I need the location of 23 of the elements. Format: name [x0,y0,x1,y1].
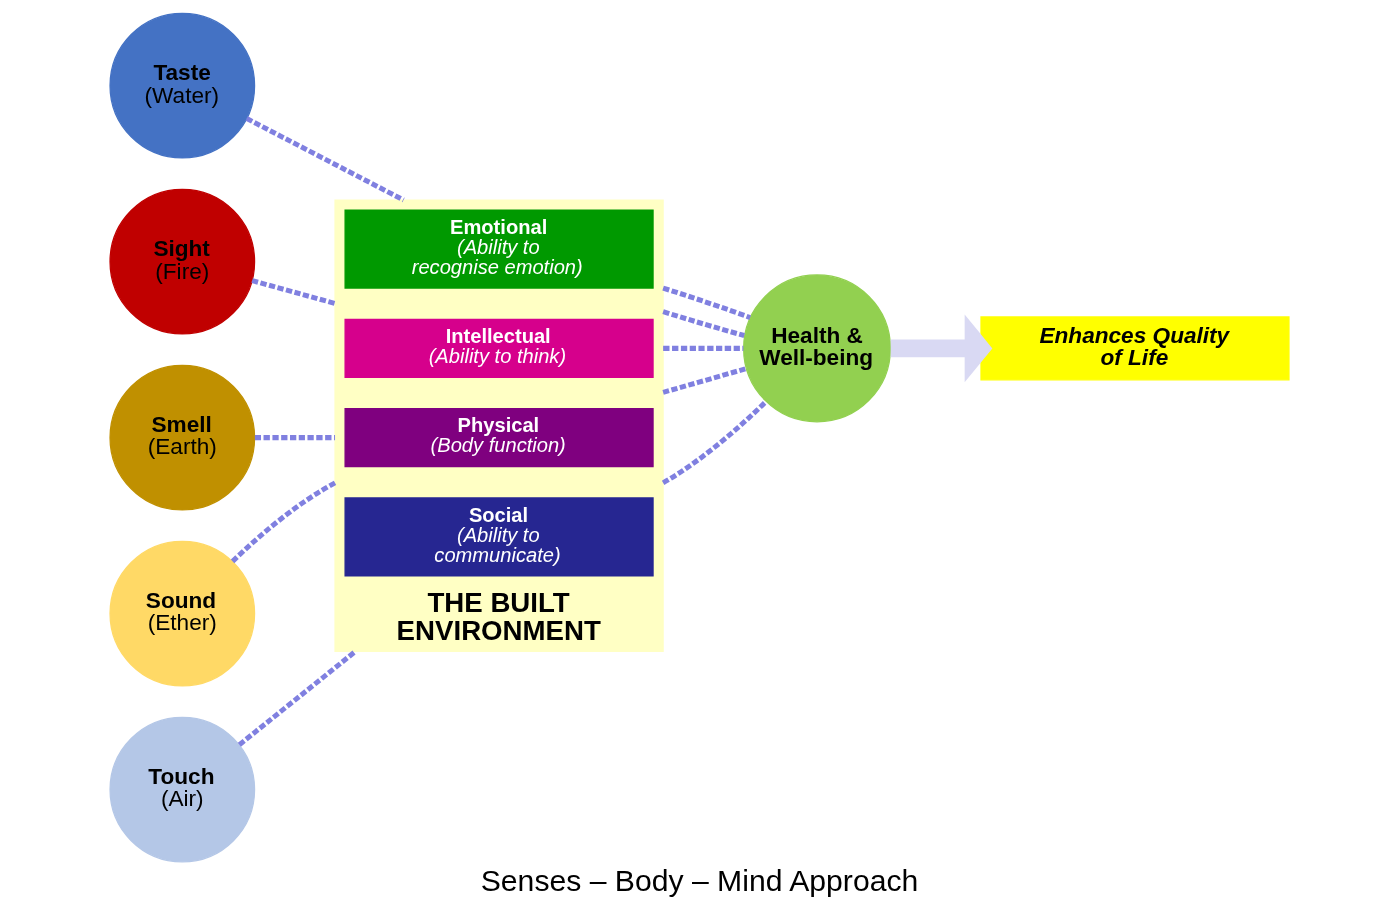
connector [661,399,768,486]
connector [250,278,336,306]
caption: Senses – Body – Mind Approach [480,864,918,898]
node-box: Physical (Body function) [343,408,654,468]
node-circle: Touch (Air) [108,716,255,863]
connector [237,649,357,747]
connector [662,345,743,351]
node-circle: Health & Well-being [742,274,891,423]
connector [245,116,405,203]
node-circle: Sound (Ether) [108,540,255,687]
connector [661,366,747,395]
arrow [890,314,992,383]
node-circle: Sight (Fire) [108,188,255,335]
node-box: Emotional (Ability to recognise emotion) [343,209,654,289]
connector [254,435,335,441]
node-box: Social (Ability to communicate) [343,497,654,577]
node-circle: Taste (Water) [108,12,255,159]
node-box: Intellectual (Ability to think) [343,318,654,378]
connector [230,480,336,564]
node-circle: Smell (Earth) [108,364,255,511]
node-box: Enhances Quality of Life [979,316,1290,381]
connector [661,309,745,338]
connector [661,285,751,320]
